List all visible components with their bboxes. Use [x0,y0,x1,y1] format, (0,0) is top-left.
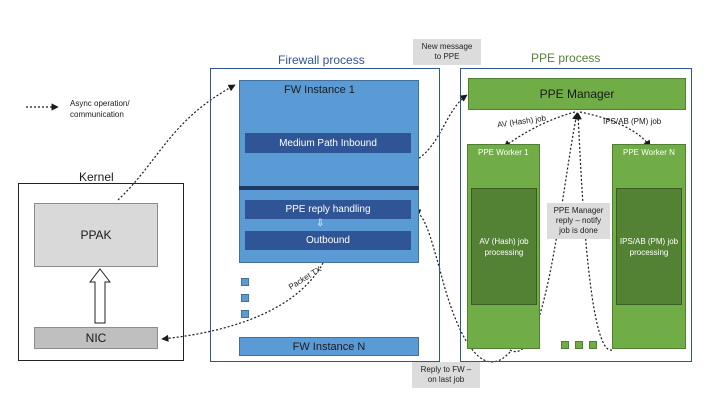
kernel-box [18,183,184,361]
ppe-workerN-title: PPE Worker N [623,148,675,157]
ppe-ellipsis-square-2 [575,341,583,349]
firewall-box [210,68,440,362]
ppe-worker1-body: AV (Hash) job processing [471,188,537,305]
label-ips-job: IPS/AB (PM) job [603,117,662,126]
fw-instanceN-box: FW Instance N [239,337,419,356]
workerN-body-line2: processing [629,247,669,257]
fw-ellipsis-square-3 [241,310,249,318]
note-manager-reply-line1: PPE Manager [553,206,604,215]
note-manager-reply-line2: reply – notify [555,216,602,225]
ppak-box: PPAK [34,203,158,267]
fw-instance1-title: FW Instance 1 [284,84,355,96]
ppe-ellipsis-square-1 [561,341,569,349]
down-arrow-glyph: ⇩ [316,218,325,229]
ppe-reply-handling: PPE reply handling [245,200,411,219]
arrow-manager-to-workerN [579,111,651,148]
note-new-message-line1: New message [421,42,473,51]
note-manager-reply-line3: job is done [559,226,598,235]
fw-instance1-divider [239,186,419,190]
arrow-manager-to-worker1 [503,111,576,148]
worker1-body-line1: AV (Hash) job [479,236,529,246]
note-reply-to-fw-line1: Reply to FW – [420,365,472,374]
ppe-workerN-body: IPS/AB (PM) job processing [616,188,682,305]
worker1-body-line2: processing [484,247,524,257]
nic-box: NIC [34,327,158,349]
workerN-body-line1: IPS/AB (PM) job [619,236,679,246]
legend-label-line2: communication [70,110,124,119]
ppe-box [460,68,692,362]
legend-label-line1: Async operation/ [70,99,130,108]
fw-ellipsis-square-1 [241,278,249,286]
note-manager-reply: PPE Manager reply – notify job is done [547,203,610,239]
arrow-outbound-to-nic [161,251,329,342]
note-new-message: New message to PPE [413,39,481,65]
ppe-ellipsis-square-3 [589,341,597,349]
note-reply-to-fw-line2: on last job [427,375,465,384]
ppe-manager-box: PPE Manager [468,78,686,110]
ppe-worker1-title: PPE Worker 1 [478,148,529,157]
note-new-message-line2: to PPE [434,52,460,61]
ppe-title: PPE process [531,51,601,65]
arrow-ppak-to-fw [117,84,236,201]
fw-ellipsis-square-2 [241,294,249,302]
note-reply-to-fw: Reply to FW – on last job [412,362,480,388]
medium-path-inbound: Medium Path Inbound [245,133,411,153]
outbound: Outbound [245,231,411,250]
kernel-title: Kernel [79,170,114,184]
arrow-fw-to-manager [411,94,468,163]
firewall-title: Firewall process [278,53,365,67]
ppak-nic-arrow [89,268,111,324]
